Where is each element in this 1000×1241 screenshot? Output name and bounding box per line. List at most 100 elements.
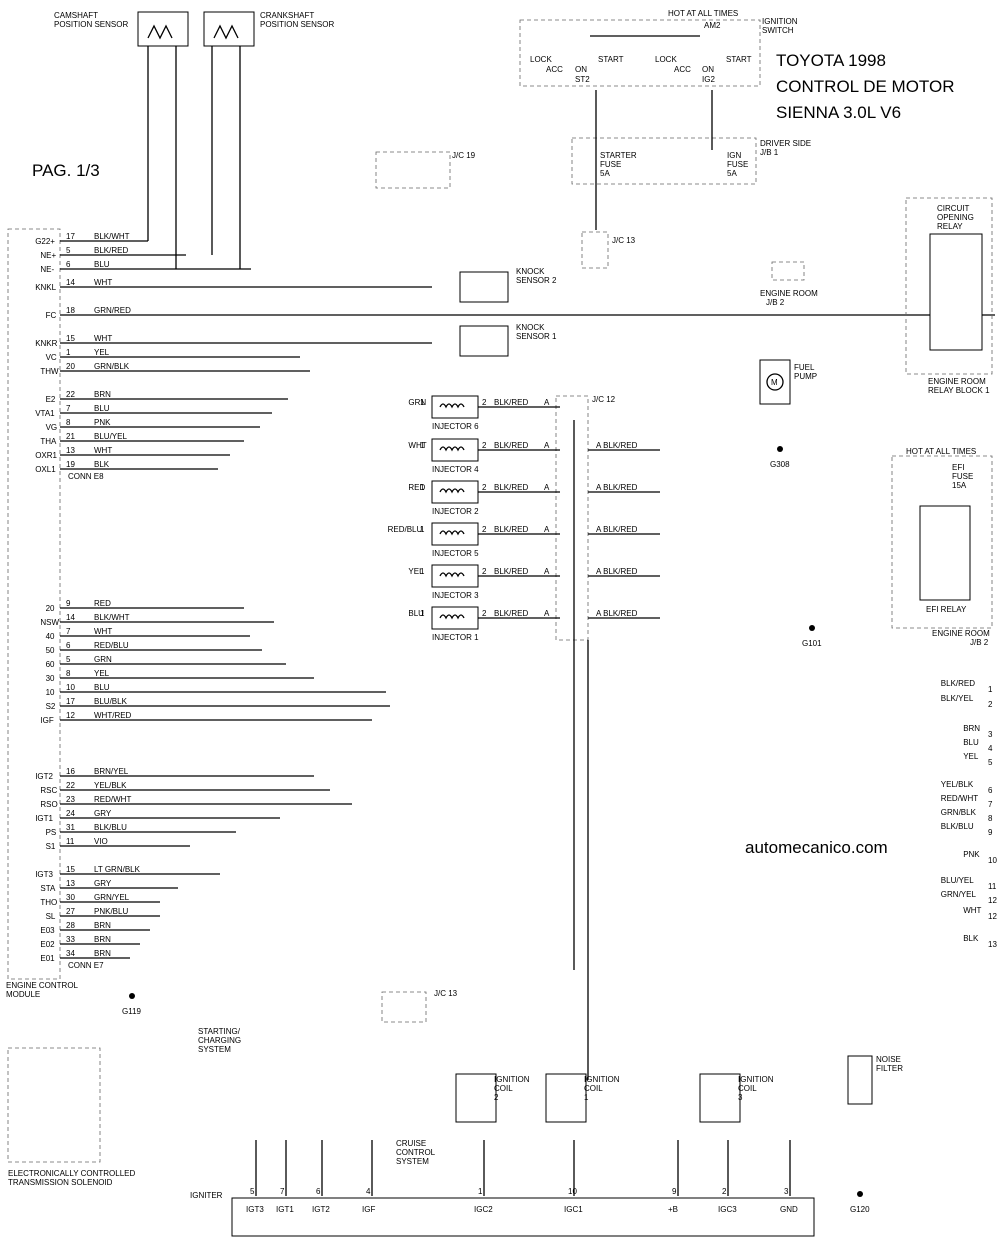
right-wire-color: PNK (963, 850, 980, 859)
ecm-pin-ne: NE- (40, 265, 54, 274)
right-wire-color: BRN (963, 724, 980, 733)
ecm-pin-vg: VG (46, 423, 58, 432)
lock-1: LOCK (530, 55, 552, 64)
injector-body (431, 522, 479, 546)
ground-icon (777, 446, 783, 452)
ecm-wire-color: LT GRN/BLK (94, 865, 141, 874)
jc-pin: A (544, 609, 550, 618)
ecm-pin-number: 30 (66, 893, 75, 902)
ignition-coil (545, 1073, 587, 1123)
ecm-wire-color: RED/WHT (94, 795, 131, 804)
igniter-pin-igc1: IGC1 (564, 1205, 583, 1214)
igniter-pin-igt1: IGT1 (276, 1205, 294, 1214)
ecm-pin-50: 50 (46, 646, 55, 655)
title-line2: CONTROL DE MOTOR (776, 77, 955, 96)
right-wire-number: 13 (988, 940, 997, 949)
ecm-wire-color: VIO (94, 837, 108, 846)
ecm-wire-color: BLK/WHT (94, 613, 130, 622)
ecm-pin-oxl1: OXL1 (35, 465, 56, 474)
injector-body (431, 564, 479, 588)
injector-in-color: YEL (408, 567, 424, 576)
ground-label: G308 (770, 460, 790, 469)
right-wire-color: YEL/BLK (941, 780, 974, 789)
right-wire-number: 8 (988, 814, 993, 823)
jc-pin: A (544, 398, 550, 407)
ecm-pin-number: 14 (66, 278, 75, 287)
ecm-wire-color: BLU/YEL (94, 432, 127, 441)
ecm-pin-igt1: IGT1 (35, 814, 53, 823)
ecm-pin-g22: G22+ (35, 237, 55, 246)
conn-e7-label: CONN E7 (68, 961, 104, 970)
start-1: START (598, 55, 624, 64)
right-wire-number: 7 (988, 800, 993, 809)
ign-hot-label: HOT AT ALL TIMES (668, 9, 738, 18)
coil-line: 1 (584, 1093, 589, 1102)
injector-label: INJECTOR 6 (432, 422, 479, 431)
right-wire-number: 1 (988, 685, 993, 694)
injector-body (431, 395, 479, 419)
on-2: ON (702, 65, 714, 74)
ecm-wire-color: WHT (94, 278, 112, 287)
ecm-wire-color: PNK/BLU (94, 907, 128, 916)
igniter-box (231, 1197, 815, 1237)
ecm-pin-number: 1 (66, 348, 71, 357)
ecm-wire-color: BLU (94, 260, 110, 269)
ecm-pin-number: 5 (66, 246, 71, 255)
ignition-coil (699, 1073, 741, 1123)
injector-out-color: BLK/RED (494, 441, 528, 450)
jc12-out-color: A BLK/RED (596, 441, 638, 450)
igniter-pin-igc3: IGC3 (718, 1205, 737, 1214)
ecm-pin-number: 17 (66, 697, 75, 706)
ecm-pin-number: 7 (66, 404, 71, 413)
ecm-wire-color: BRN/YEL (94, 767, 129, 776)
ecm-wire-color: GRY (94, 879, 112, 888)
st2-label: ST2 (575, 75, 590, 84)
pin-num: 1 (420, 398, 425, 407)
noise-filter (847, 1055, 873, 1105)
injector-label: INJECTOR 2 (432, 507, 479, 516)
ecm-pin-30: 30 (46, 674, 55, 683)
ecm-pin-10: 10 (46, 688, 55, 697)
ecm-pin-igt2: IGT2 (35, 772, 53, 781)
ecm-wire-color: BRN (94, 935, 111, 944)
igniter-pin-number: 10 (568, 1187, 577, 1196)
igniter-pin-number: 5 (250, 1187, 255, 1196)
ecm-wire-color: RED (94, 599, 111, 608)
igniter-pin-number: 2 (722, 1187, 727, 1196)
pin-num: 2 (482, 398, 487, 407)
ground-icon (809, 625, 815, 631)
coil-line: IGNITION (738, 1075, 774, 1084)
ecm-wire-color: YEL (94, 669, 110, 678)
ecm-wire-color: BLK (94, 460, 110, 469)
ecm-wire-color: BLK/BLU (94, 823, 127, 832)
pin-num: 1 (420, 609, 425, 618)
injector-body (431, 606, 479, 630)
ig2-label: IG2 (702, 75, 715, 84)
ecm-pin-number: 14 (66, 613, 75, 622)
right-wire-number: 6 (988, 786, 993, 795)
efi-relay (919, 505, 971, 601)
igniter-pin-number: 1 (478, 1187, 483, 1196)
ecm-wire-color: RED/BLU (94, 641, 129, 650)
ecm-pin-vta1: VTA1 (35, 409, 55, 418)
right-wire-number: 3 (988, 730, 993, 739)
ecm-pin-sta: STA (40, 884, 56, 893)
jc12-label: J/C 12 (592, 395, 616, 404)
igniter-label: IGNITER (190, 1191, 223, 1200)
acc-2: ACC (674, 65, 691, 74)
ecm-wire-color: GRN/RED (94, 306, 131, 315)
right-wire-color: GRN/BLK (941, 808, 977, 817)
pin-num: 1 (420, 483, 425, 492)
jc19-box (375, 151, 451, 189)
pin-num: 2 (482, 609, 487, 618)
am2-label: AM2 (704, 21, 721, 30)
